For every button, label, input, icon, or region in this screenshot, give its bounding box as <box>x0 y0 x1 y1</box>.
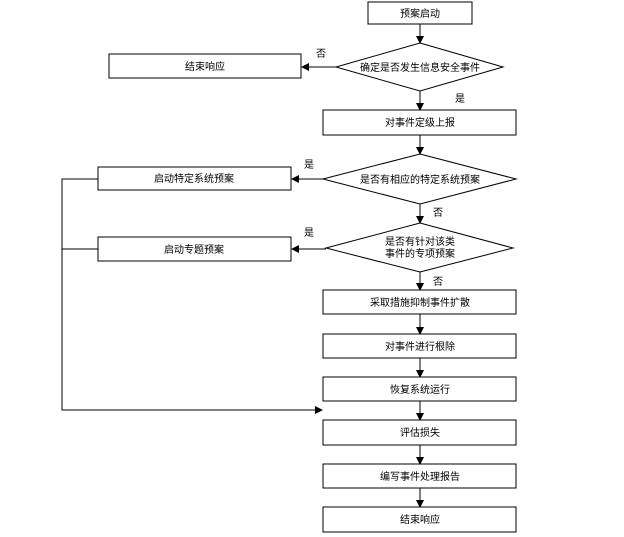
node-start-topic: 启动专题预案 <box>97 236 292 262</box>
edge-label-specific-no: 否 <box>433 207 443 219</box>
edge-specific-plan-merge <box>61 178 323 414</box>
node-start-label: 预案启动 <box>400 7 440 20</box>
edge-label-security-yes: 是 <box>455 93 465 105</box>
node-eradicate-label: 对事件进行根除 <box>385 340 455 353</box>
node-decide-specific-label: 是否有相应的特定系统预案 <box>360 173 480 186</box>
node-start-specific: 启动特定系统预案 <box>97 166 292 191</box>
node-decide-specific: 是否有相应的特定系统预案 <box>322 153 518 205</box>
node-recover-label: 恢复系统运行 <box>390 383 450 396</box>
node-end-final: 结束响应 <box>322 506 517 533</box>
node-report-label: 对事件定级上报 <box>385 116 455 129</box>
node-decide-topic-label-line1: 是否有针对该类 <box>385 235 455 248</box>
node-end-early-label: 结束响应 <box>185 60 225 73</box>
edge-label-topic-yes: 是 <box>304 227 314 239</box>
node-end-final-label: 结束响应 <box>400 513 440 526</box>
node-decide-topic: 是否有针对该类 事件的专项预案 <box>324 222 515 273</box>
node-recover: 恢复系统运行 <box>322 376 517 402</box>
edge-label-security-no: 否 <box>316 48 326 60</box>
edge-labels: 否 是 是 否 是 否 <box>304 48 465 288</box>
node-start: 预案启动 <box>367 1 473 25</box>
edges <box>61 24 424 508</box>
node-decide-security: 确定是否发生信息安全事件 <box>334 42 505 92</box>
node-assess: 评估损失 <box>322 419 517 446</box>
node-assess-label: 评估损失 <box>400 426 440 439</box>
edge-label-specific-yes: 是 <box>304 159 314 171</box>
node-end-early: 结束响应 <box>108 53 302 79</box>
node-write-report-label: 编写事件处理报告 <box>380 470 460 483</box>
node-eradicate: 对事件进行根除 <box>322 333 517 359</box>
node-contain-label: 采取措施抑制事件扩散 <box>370 296 470 309</box>
node-contain: 采取措施抑制事件扩散 <box>322 289 517 315</box>
node-decide-topic-label-line2: 事件的专项预案 <box>385 247 455 260</box>
node-write-report: 编写事件处理报告 <box>322 463 517 489</box>
node-decide-security-label: 确定是否发生信息安全事件 <box>360 61 480 74</box>
node-start-topic-label: 启动专题预案 <box>164 243 224 256</box>
node-report: 对事件定级上报 <box>322 109 517 136</box>
node-start-specific-label: 启动特定系统预案 <box>154 172 234 185</box>
edge-label-topic-no: 否 <box>433 276 443 288</box>
